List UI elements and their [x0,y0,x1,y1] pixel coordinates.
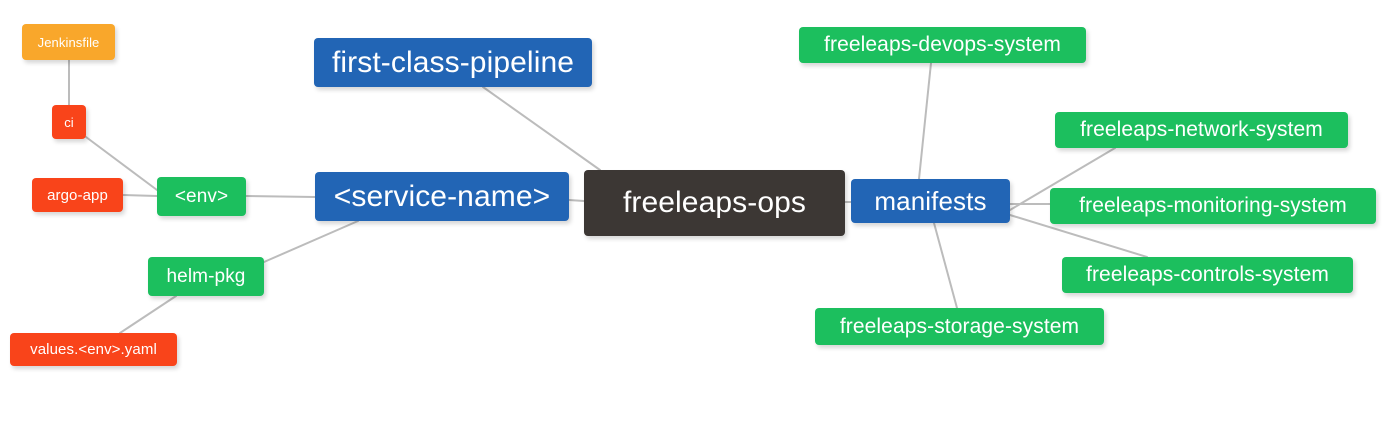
node-storage-system[interactable]: freeleaps-storage-system [815,308,1104,345]
node-label: freeleaps-controls-system [1086,263,1329,286]
node-label: freeleaps-ops [622,186,807,219]
edge-service-name-to-freeleaps-ops [568,199,585,202]
node-freeleaps-ops[interactable]: freeleaps-ops [584,170,845,236]
node-label: ci [64,114,74,130]
node-label: freeleaps-storage-system [839,314,1080,338]
node-label: values.<env>.yaml [30,341,157,358]
edge-env-to-service-name [245,195,316,198]
node-env[interactable]: <env> [157,177,246,216]
node-label: <env> [174,185,229,207]
edge-values-yaml-to-helm-pkg [119,295,177,334]
node-label: Jenkinsfile [37,34,100,50]
node-service-name[interactable]: <service-name> [315,172,569,221]
node-devops-system[interactable]: freeleaps-devops-system [799,27,1086,63]
node-monitoring-system[interactable]: freeleaps-monitoring-system [1050,188,1376,224]
edge-manifests-to-storage-system [933,222,958,309]
node-label: argo-app [47,186,108,204]
node-label: helm-pkg [166,265,246,287]
node-label: <service-name> [333,179,551,213]
node-label: manifests [874,185,987,216]
node-first-class-pipeline[interactable]: first-class-pipeline [314,38,592,87]
edge-first-class-pipeline-to-freeleaps-ops [482,86,601,171]
node-label: freeleaps-monitoring-system [1079,194,1347,217]
edge-manifests-to-devops-system [918,62,932,180]
node-ci[interactable]: ci [52,105,86,139]
edge-argo-app-to-env [122,194,158,197]
node-values-yaml[interactable]: values.<env>.yaml [10,333,177,366]
edge-helm-pkg-to-service-name [263,220,359,263]
node-label: freeleaps-network-system [1080,118,1323,141]
node-network-system[interactable]: freeleaps-network-system [1055,112,1348,148]
node-jenkinsfile[interactable]: Jenkinsfile [22,24,115,60]
node-manifests[interactable]: manifests [851,179,1010,223]
node-label: freeleaps-devops-system [824,33,1061,56]
node-helm-pkg[interactable]: helm-pkg [148,257,264,296]
node-argo-app[interactable]: argo-app [32,178,123,212]
node-label: first-class-pipeline [331,45,575,79]
node-controls-system[interactable]: freeleaps-controls-system [1062,257,1353,293]
